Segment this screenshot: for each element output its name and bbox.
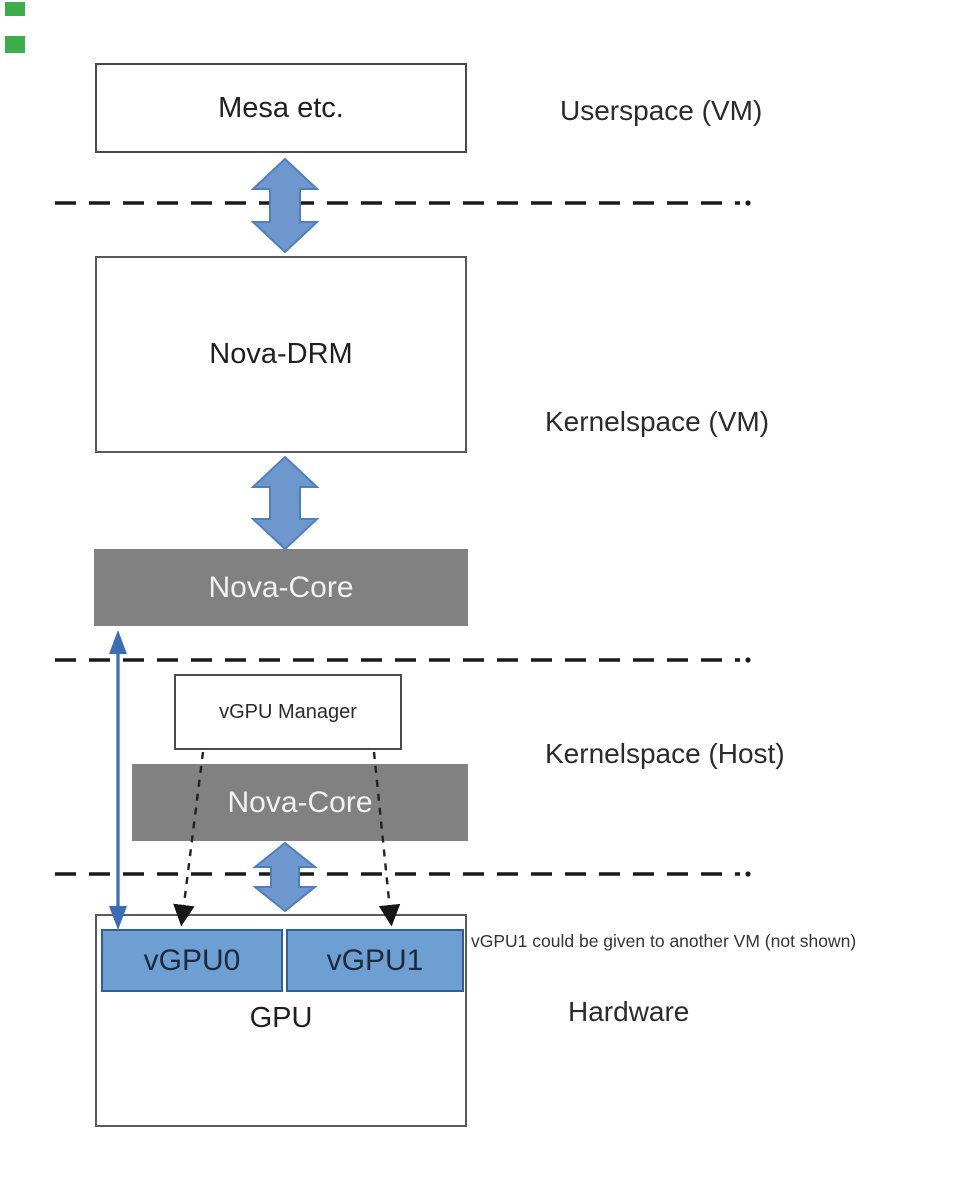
nova-core-host-box: Nova-Core xyxy=(132,764,468,841)
nova-drm-box-label: Nova-DRM xyxy=(209,338,353,370)
dashed-separator-host-hardware-dot xyxy=(745,871,751,877)
dashed-separator-userspace-kernel-dot xyxy=(745,200,751,206)
hardware-label: Hardware xyxy=(568,996,690,1027)
double-arrow-mesa-novadrm xyxy=(250,157,320,254)
vgpu-manager-box-label: vGPU Manager xyxy=(219,700,357,723)
vgpu1-box: vGPU1 xyxy=(286,929,464,992)
vgpu0-box-label: vGPU0 xyxy=(143,943,241,977)
vgpu-manager-box: vGPU Manager xyxy=(174,674,402,750)
dashed-separator-vm-host-dot xyxy=(745,657,751,663)
vgpu1-note-label: vGPU1 could be given to another VM (not … xyxy=(471,931,857,951)
vgpu1-box-label: vGPU1 xyxy=(326,943,424,977)
thin-double-arrow-novacore-vgpu0 xyxy=(109,630,127,930)
kernelspace-host-label: Kernelspace (Host) xyxy=(545,738,785,769)
nova-drm-box: Nova-DRM xyxy=(95,256,467,453)
vgpu0-box: vGPU0 xyxy=(101,929,283,992)
gpu-box-label: GPU xyxy=(249,1002,313,1034)
mesa-box-label: Mesa etc. xyxy=(218,91,344,124)
nova-core-vm-box-label: Nova-Core xyxy=(208,570,354,604)
nova-core-vm-box: Nova-Core xyxy=(94,549,468,626)
nova-core-host-box-label: Nova-Core xyxy=(227,785,373,819)
kernelspace-vm-label: Kernelspace (VM) xyxy=(545,406,770,437)
green-marker-bottom xyxy=(5,36,25,53)
userspace-vm-label: Userspace (VM) xyxy=(560,95,763,126)
double-arrow-novadrm-novacore xyxy=(250,455,320,551)
green-marker-top xyxy=(5,2,25,16)
mesa-box: Mesa etc. xyxy=(95,63,467,153)
double-arrow-novacore-gpu xyxy=(252,841,318,913)
